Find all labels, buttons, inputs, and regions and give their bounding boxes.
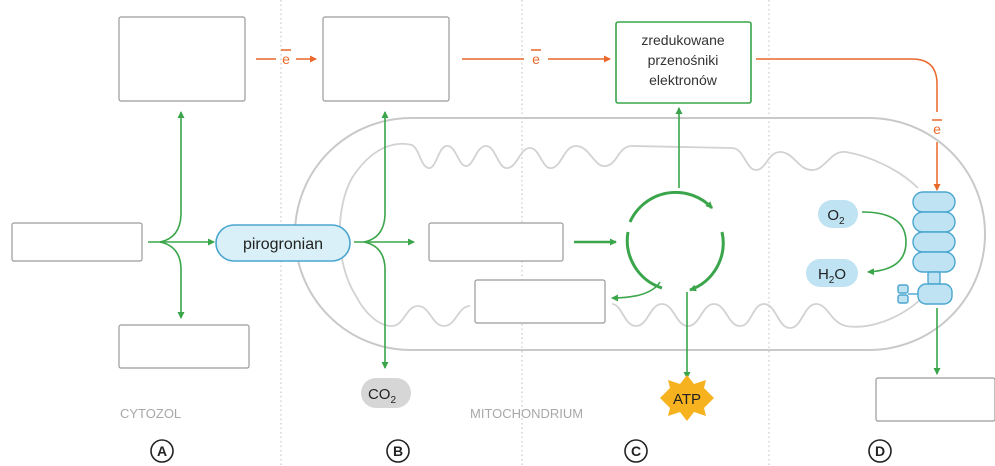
electron-labels: e e e (281, 49, 942, 137)
reduced-carriers-frame (615, 21, 752, 104)
etc-complex-1 (912, 191, 956, 213)
h2o-pill (806, 259, 858, 287)
cytosol-caption: CYTOZOL (120, 406, 181, 421)
section-marker-b: B (393, 443, 403, 459)
section-marker-c-circle (624, 439, 648, 463)
etc-complex-4 (912, 251, 956, 273)
empty-box-c-cycle-product[interactable] (474, 279, 606, 324)
pyruvate-pill (215, 224, 351, 262)
empty-box-d-bottom[interactable] (875, 377, 995, 422)
arrow-a-down (159, 241, 185, 319)
section-marker-b-circle (386, 439, 410, 463)
arrow-b-up (363, 111, 389, 243)
co2-label: CO2 (368, 386, 397, 406)
atp-starburst (660, 375, 714, 421)
atp-label: ATP (673, 391, 701, 408)
co2-label-sub: 2 (390, 395, 396, 406)
arrow-cycle-to-box (611, 281, 661, 302)
mitochondrion (294, 117, 986, 351)
atp-node: ATP (660, 375, 714, 421)
electron-label-1: e (282, 51, 290, 67)
section-dividers (280, 0, 770, 466)
arrow-b-down-co2 (363, 241, 389, 369)
electron-label-2: e (532, 51, 540, 67)
mitochondrion-outer-membrane (294, 117, 986, 351)
reduced-carriers-line-2: przenośniki (648, 52, 719, 68)
empty-box-a-bottom[interactable] (118, 324, 250, 369)
section-marker-c: C (631, 443, 641, 459)
h2o-label: H2O (818, 266, 846, 286)
empty-box-a-top[interactable] (118, 16, 246, 102)
empty-box-acetyl[interactable] (428, 222, 564, 262)
mitochondrion-inner-membrane (338, 142, 921, 329)
cycle-arc-right (689, 231, 725, 292)
arrow-o2-to-h2o (861, 211, 907, 276)
co2-pill (361, 378, 411, 408)
atp-synthase-head (917, 283, 953, 305)
h2o-label-main: H (818, 266, 829, 283)
reduced-carriers-box: zredukowane przenośniki elektronów (615, 21, 752, 104)
mitochondrium-caption: MITOCHONDRIUM (470, 406, 583, 421)
o2-pill (818, 200, 858, 228)
arrow-a-up (159, 111, 185, 243)
h2o-label-tail: O (834, 266, 846, 283)
co2-node: CO2 (361, 378, 411, 408)
section-marker-a-circle (150, 439, 174, 463)
section-marker-d: D (875, 443, 885, 459)
reduced-carriers-line-1: zredukowane (641, 32, 724, 48)
atp-synthase-side-1 (897, 284, 909, 294)
co2-label-main: CO (368, 386, 391, 403)
section-marker-d-circle (868, 439, 892, 463)
empty-boxes (11, 16, 995, 422)
o2-label-main: O (827, 207, 839, 224)
pyruvate-node: pirogronian (215, 224, 351, 262)
etc-complex-2 (912, 211, 956, 233)
reduced-carriers-line-3: elektronów (649, 72, 718, 88)
citric-acid-cycle (625, 190, 725, 292)
h2o-label-sub: 2 (829, 275, 835, 286)
etc-complex-3 (912, 231, 956, 253)
empty-box-b-top[interactable] (322, 16, 450, 102)
electron-label-3: e (933, 121, 941, 137)
electron-transport-chain (897, 191, 956, 305)
cycle-arc-left (625, 231, 663, 290)
pyruvate-label: pirogronian (243, 236, 323, 253)
atp-synthase-stalk (927, 271, 941, 285)
o2-label-sub: 2 (839, 216, 845, 227)
atp-synthase-side-2 (897, 294, 909, 304)
section-markers: A B C D (150, 439, 892, 463)
section-marker-a: A (157, 443, 167, 459)
o2-node: O2 (818, 200, 858, 228)
h2o-node: H2O (806, 259, 858, 287)
empty-box-glucose[interactable] (11, 222, 143, 262)
cycle-arc-top (628, 190, 714, 223)
o2-label: O2 (827, 207, 845, 227)
electron-arrow-3 (756, 58, 938, 112)
electron-flow (256, 55, 941, 191)
green-flows (148, 107, 941, 379)
